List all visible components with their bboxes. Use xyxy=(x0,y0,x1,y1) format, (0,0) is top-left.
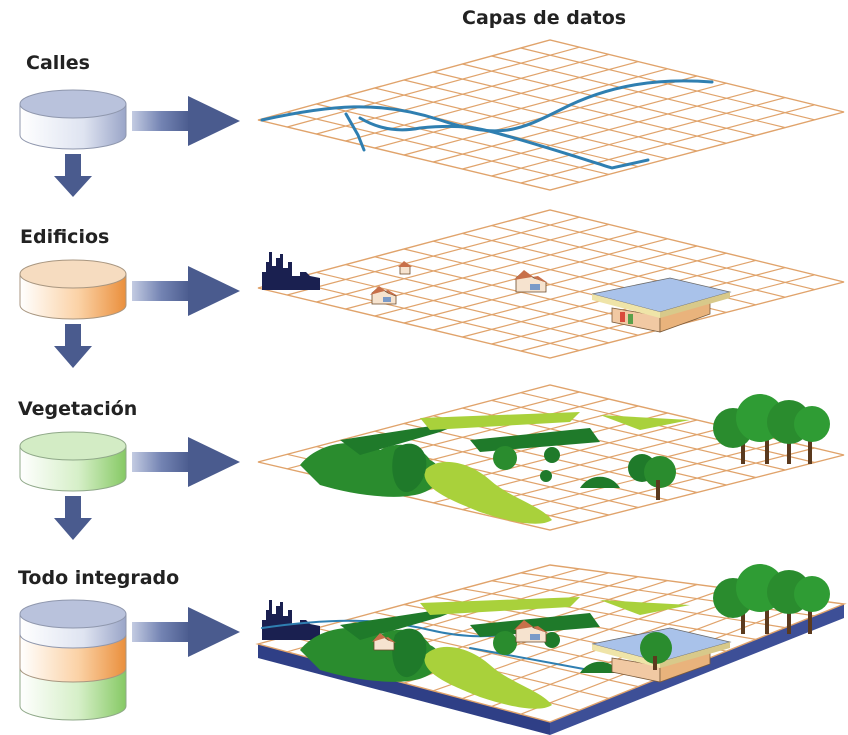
grid-line xyxy=(403,245,698,324)
grid-line xyxy=(433,415,727,486)
integrated-house-icon xyxy=(514,620,548,643)
grid-line xyxy=(462,89,756,170)
grid-line xyxy=(462,588,756,640)
city-skyline-icon xyxy=(262,252,320,290)
grid-line xyxy=(433,252,727,331)
down-arrow-icon xyxy=(54,496,92,540)
large-building-icon xyxy=(591,277,732,333)
grid-line xyxy=(491,399,786,471)
grid-line xyxy=(491,55,786,129)
right-arrow-icon xyxy=(132,437,240,487)
right-arrow-icon xyxy=(132,96,240,146)
grid-line xyxy=(433,71,727,144)
grid-line xyxy=(520,47,815,121)
house-icon xyxy=(514,270,548,293)
grid-layer-edificios xyxy=(257,209,845,359)
integrated-vegetation xyxy=(300,597,690,709)
house-icon xyxy=(398,261,412,275)
right-arrow-icon xyxy=(132,607,240,657)
grid-line xyxy=(491,225,786,298)
streets-lines xyxy=(260,79,714,170)
diagram-title: Capas de datos xyxy=(462,7,627,29)
grid-line xyxy=(520,104,815,184)
integrated-tree-cluster-icon xyxy=(713,564,830,634)
vegetation-patches xyxy=(300,412,690,524)
grid-line xyxy=(462,63,756,136)
integrated-skyline-icon xyxy=(262,600,320,640)
right-arrow-icon xyxy=(132,266,240,316)
database-cylinder-todo-integrado xyxy=(19,599,127,721)
grid-line xyxy=(520,217,815,291)
integrated-small-house-icon xyxy=(372,633,396,651)
database-cylinder-edificios xyxy=(19,259,127,320)
layer-label-calles: Calles xyxy=(26,52,90,74)
integrated-large-building-icon xyxy=(591,627,732,683)
grid-line xyxy=(491,97,786,177)
layer-label-vegetacion: Vegetación xyxy=(18,398,138,420)
layer-label-todo-integrado: Todo integrado xyxy=(18,567,180,589)
layer-label-edificios: Edificios xyxy=(20,226,110,248)
down-arrow-icon xyxy=(54,154,92,197)
down-arrow-icon xyxy=(54,324,92,368)
grid-line xyxy=(433,82,727,163)
database-cylinder-calles xyxy=(19,89,127,150)
house-icon xyxy=(370,286,398,305)
tree-cluster-icon xyxy=(713,394,830,464)
database-cylinder-vegetacion xyxy=(19,431,127,492)
